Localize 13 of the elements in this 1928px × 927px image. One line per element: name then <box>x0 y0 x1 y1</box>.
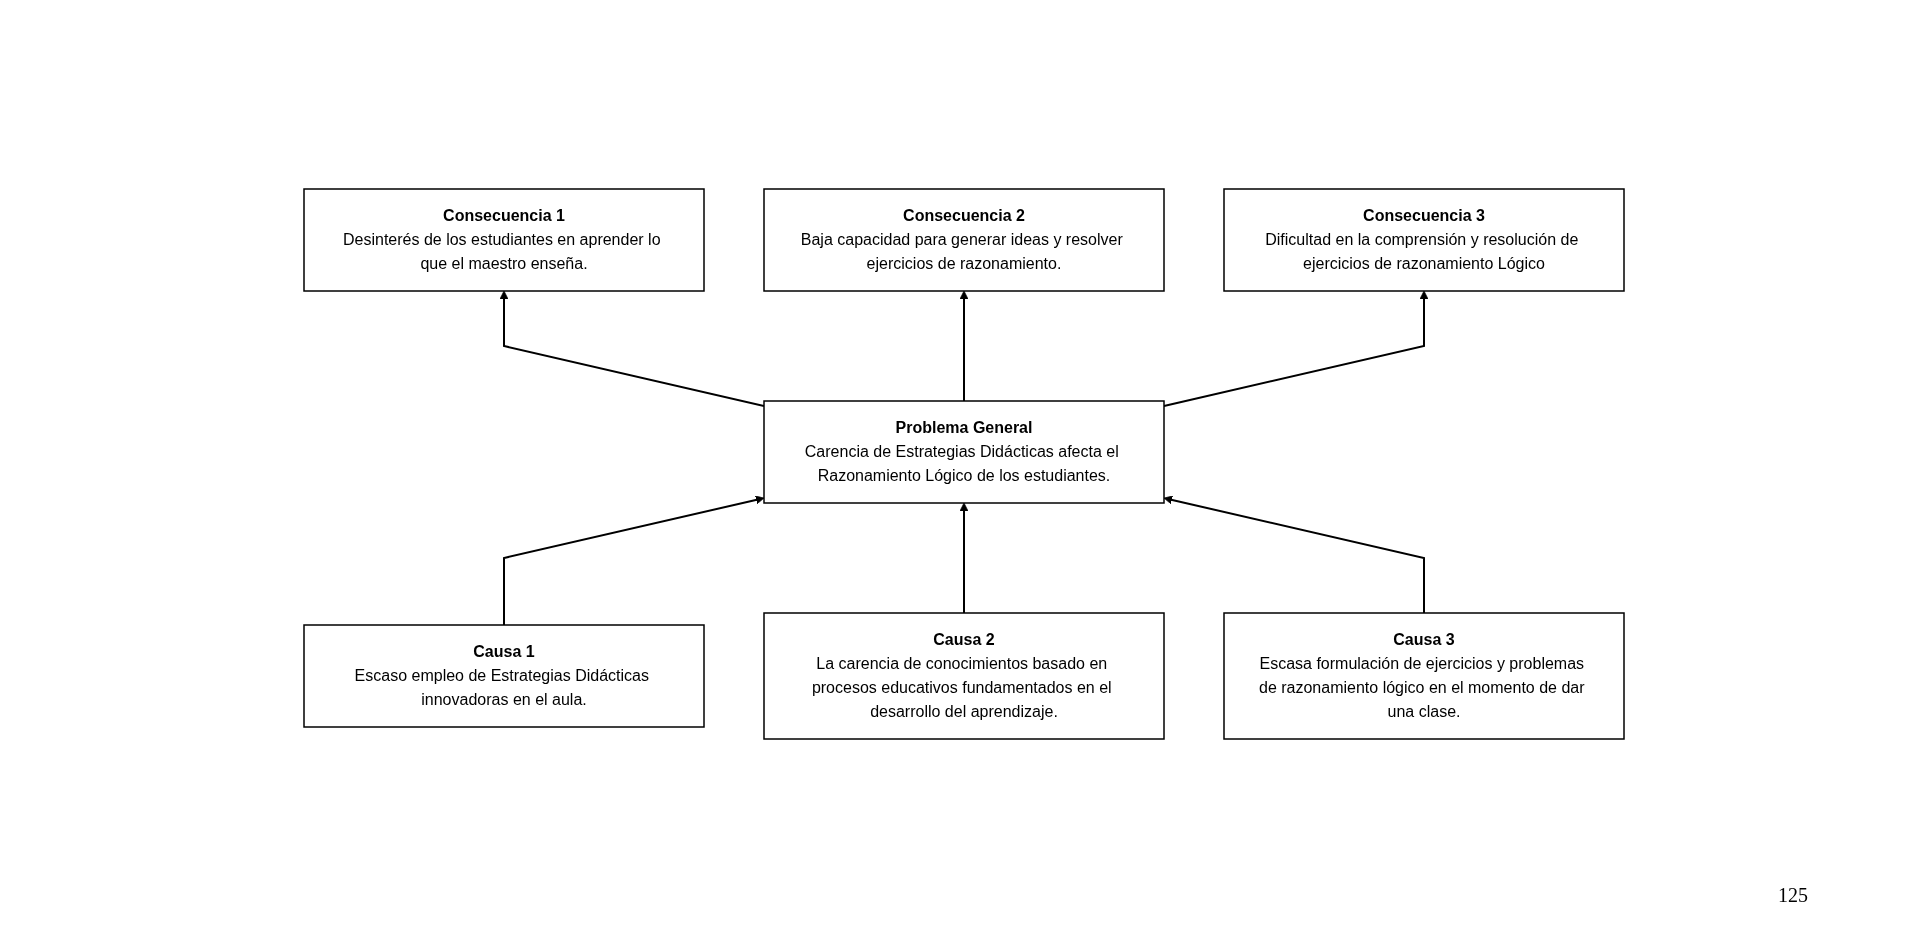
node-box: Causa 3 Escasa formulación de ejercicios y problemas de razonamiento lógico en el momento de dar una clase. <box>1223 611 1625 740</box>
arrow <box>499 290 765 407</box>
arrow <box>959 502 969 614</box>
page-number: 125 <box>1778 884 1808 907</box>
node-box: Consecuencia 2 Baja capacidad para generar ideas y resolver ejercicios de razonamiento. <box>763 187 1165 292</box>
arrow <box>959 290 969 402</box>
node-box: Problema General Carencia de Estrategias Didácticas afecta el Razonamiento Lógico de los estudiantes. <box>763 399 1165 504</box>
node-box: Causa 2 La carencia de conocimientos basado en procesos educativos fundamentados en el desarrollo del aprendizaje. <box>763 611 1165 740</box>
node-box: Consecuencia 3 Dificultad en la comprensión y resolución de ejercicios de razonamiento Lógico <box>1223 187 1625 292</box>
arrow <box>503 495 765 626</box>
arrow <box>1163 495 1425 614</box>
node-box: Causa 1 Escaso empleo de Estrategias Didácticas innovadoras en el aula. <box>303 623 705 728</box>
node-box: Consecuencia 1 Desinterés de los estudiantes en aprender lo que el maestro enseña. <box>303 187 705 292</box>
